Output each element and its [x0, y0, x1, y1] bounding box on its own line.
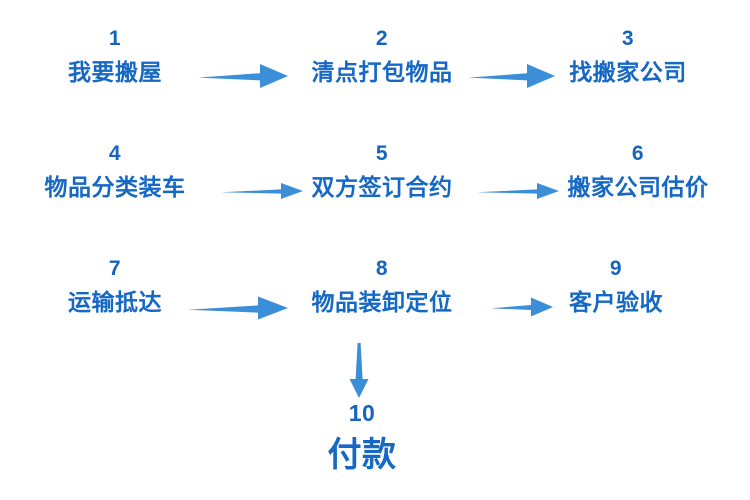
flow-node-9[interactable]: 9 客户验收 — [569, 258, 663, 314]
step-number-8: 8 — [375, 257, 389, 280]
step-label-6: 搬家公司估价 — [567, 174, 709, 200]
flow-node-3[interactable]: 3 找搬家公司 — [569, 28, 687, 84]
flow-node-5[interactable]: 5 双方签订合约 — [312, 143, 453, 199]
step-label-3: 找搬家公司 — [569, 59, 687, 85]
flow-node-6[interactable]: 6 搬家公司估价 — [568, 143, 709, 199]
step-number-4: 4 — [108, 142, 122, 165]
step-label-9: 客户验收 — [569, 289, 663, 315]
step-number-3: 3 — [621, 27, 635, 50]
step-label-2: 清点打包物品 — [311, 59, 453, 85]
step-number-9: 9 — [609, 257, 623, 280]
arrow-2-to-3-icon — [469, 62, 555, 90]
flow-node-2[interactable]: 2 清点打包物品 — [312, 28, 453, 84]
flow-node-1[interactable]: 1 我要搬屋 — [68, 28, 162, 84]
arrow-4-to-5-icon — [221, 180, 303, 202]
step-number-2: 2 — [375, 27, 389, 50]
step-number-7: 7 — [108, 257, 122, 280]
step-label-10: 付款 — [327, 436, 397, 474]
step-label-7: 运输抵达 — [68, 289, 162, 315]
flow-node-10[interactable]: 10 付款 — [328, 402, 397, 474]
step-label-4: 物品分类装车 — [44, 174, 186, 200]
step-number-5: 5 — [375, 142, 389, 165]
step-label-5: 双方签订合约 — [311, 174, 453, 200]
step-label-1: 我要搬屋 — [68, 59, 162, 85]
flow-node-7[interactable]: 7 运输抵达 — [68, 258, 162, 314]
arrow-8-to-10-icon — [346, 343, 372, 398]
arrow-7-to-8-icon — [188, 294, 288, 322]
step-label-8: 物品装卸定位 — [311, 289, 453, 315]
arrow-1-to-2-icon — [198, 62, 288, 90]
step-number-1: 1 — [108, 27, 122, 50]
flow-node-4[interactable]: 4 物品分类装车 — [45, 143, 186, 199]
step-number-10: 10 — [348, 400, 376, 426]
arrow-8-to-9-icon — [491, 295, 553, 319]
arrow-5-to-6-icon — [477, 180, 559, 202]
flow-node-8[interactable]: 8 物品装卸定位 — [312, 258, 453, 314]
step-number-6: 6 — [631, 142, 645, 165]
